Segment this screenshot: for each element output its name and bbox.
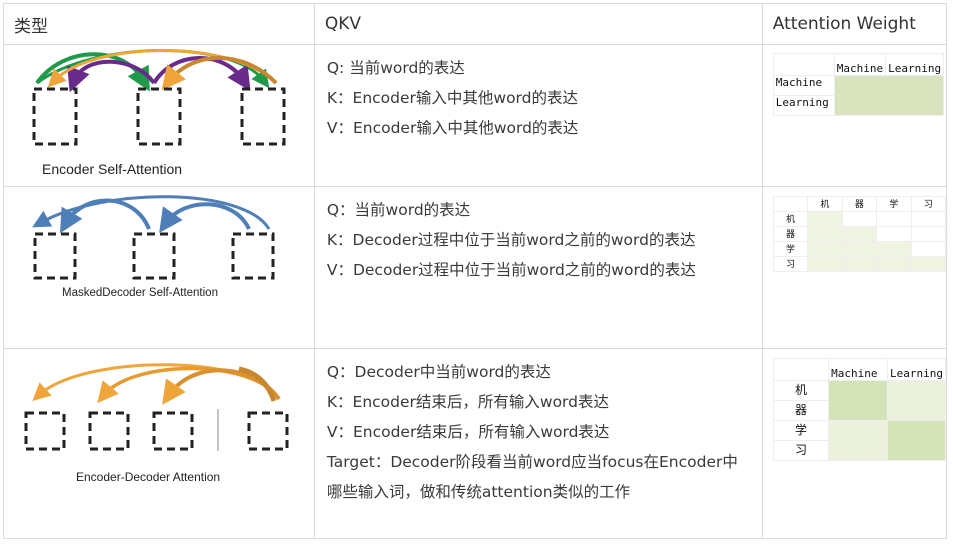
- encoder-decoder-figure: Encoder-Decoder Attention: [3, 348, 315, 539]
- row-label: Machine: [772, 75, 835, 96]
- col-label: Machine: [833, 53, 887, 76]
- row-label: 习: [772, 440, 830, 461]
- row-label: 机: [772, 211, 809, 227]
- table-row: MaskedDecoder Self-Attention Q：当前word的表达…: [3, 186, 948, 349]
- col-label: Machine: [828, 358, 889, 381]
- qkv-cell: Q: 当前word的表达 K：Encoder输入中其他word的表达 V：Enc…: [313, 44, 763, 187]
- v-text: V：Decoder过程中位于当前word之前的word的表达: [326, 261, 696, 279]
- header-attention-weight: Attention Weight: [761, 3, 948, 45]
- weight-block: [833, 75, 945, 116]
- attention-weight-matrix: Machine Learning 机 器 学 习: [772, 358, 946, 461]
- v-text: V：Encoder结束后，所有输入word表达: [326, 423, 610, 441]
- k-text: K：Decoder过程中位于当前word之前的word的表达: [326, 231, 696, 249]
- row-label: 器: [772, 400, 830, 421]
- attention-types-table: 类型 QKV Attention Weight: [3, 3, 948, 539]
- col-label: 器: [841, 196, 878, 212]
- col-label: 习: [910, 196, 947, 212]
- attention-weight-cell: Machine Learning 机 器 学 习: [761, 348, 948, 539]
- figure-caption: Encoder-Decoder Attention: [76, 470, 221, 484]
- masked-decoder-figure: MaskedDecoder Self-Attention: [3, 186, 315, 349]
- row-label: Learning: [772, 95, 835, 116]
- attention-weight-matrix: 机 器 学 习 机 器 学 习: [772, 196, 947, 272]
- v-text: V：Encoder输入中其他word的表达: [326, 119, 579, 137]
- header-row: 类型 QKV Attention Weight: [3, 3, 948, 45]
- q-text: Q: 当前word的表达: [326, 59, 465, 77]
- figure-caption: Encoder Self-Attention: [42, 161, 183, 177]
- encoder-self-attention-diagram: [32, 49, 286, 146]
- masked-decoder-diagram: [32, 195, 275, 280]
- qkv-cell: Q：当前word的表达 K：Decoder过程中位于当前word之前的word的…: [313, 186, 763, 349]
- weight-block: [828, 420, 889, 461]
- weight-block: [828, 380, 889, 421]
- k-text: K：Encoder输入中其他word的表达: [326, 89, 578, 107]
- row-label: 器: [772, 226, 809, 242]
- col-label: Learning: [885, 53, 945, 76]
- qkv-cell: Q：Decoder中当前word的表达 K：Encoder结束后，所有输入wor…: [313, 348, 763, 539]
- k-text: K：Encoder结束后，所有输入word表达: [326, 393, 609, 411]
- encoder-self-attention-figure: Encoder Self-Attention: [3, 44, 315, 187]
- q-text: Q：当前word的表达: [326, 201, 471, 219]
- row-label: 学: [772, 420, 830, 441]
- attention-weight-cell: 机 器 学 习 机 器 学 习: [761, 186, 948, 349]
- table-row: Encoder-Decoder Attention Q：Decoder中当前wo…: [3, 348, 948, 539]
- col-label: 学: [876, 196, 912, 212]
- row-label: 习: [772, 256, 809, 272]
- q-text: Q：Decoder中当前word的表达: [326, 363, 551, 381]
- col-label: 机: [807, 196, 843, 212]
- row-label: 学: [772, 241, 809, 257]
- encoder-decoder-diagram: [24, 363, 289, 451]
- header-type: 类型: [3, 3, 315, 45]
- table-row: Encoder Self-Attention Q: 当前word的表达 K：En…: [3, 44, 948, 187]
- header-qkv: QKV: [313, 3, 763, 45]
- figure-caption: MaskedDecoder Self-Attention: [62, 287, 218, 299]
- weight-block: [887, 420, 946, 461]
- col-label: Learning: [887, 358, 946, 381]
- weight-block: [887, 380, 946, 421]
- row-label: 机: [772, 380, 830, 401]
- target-text: Target：Decoder阶段看当前word应当focus在Encoder中哪…: [326, 453, 738, 501]
